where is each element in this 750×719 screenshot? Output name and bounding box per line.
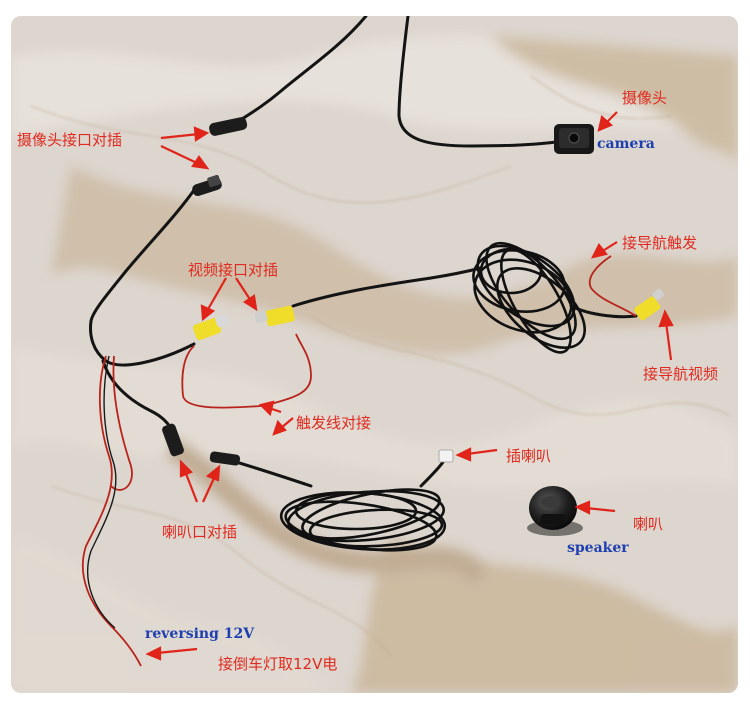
camera-connector-label: 摄像头接口对插 [17, 131, 123, 149]
nav-trigger-label: 接导航触发 [622, 234, 698, 252]
product-photo-frame [11, 16, 738, 693]
camera-label-en: camera [597, 136, 655, 152]
speaker-label-cn: 喇叭 [633, 515, 664, 533]
camera-label-cn: 摄像头 [622, 89, 668, 107]
cable-kit-photo [11, 16, 738, 693]
video-connector-label: 视频接口对插 [188, 261, 279, 279]
speaker-label-en: speaker [567, 540, 629, 556]
nav-video-label: 接导航视频 [643, 365, 719, 383]
trigger-wire-label: 触发线对接 [296, 414, 372, 432]
speaker-connector-label: 喇叭口对插 [162, 523, 238, 541]
speaker-plug-label: 插喇叭 [506, 447, 552, 465]
reversing-label-en: reversing 12V [145, 626, 255, 642]
reversing-label-cn: 接倒车灯取12V电 [218, 655, 338, 673]
